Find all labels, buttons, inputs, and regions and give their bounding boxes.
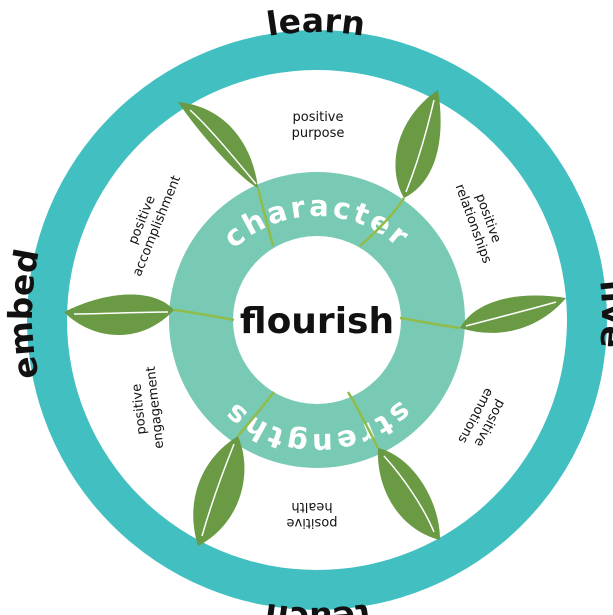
element-label-line1: positive xyxy=(129,383,149,435)
center-label: flourish xyxy=(240,301,394,342)
leaf-icon xyxy=(399,295,566,333)
leaf-icon xyxy=(64,294,235,336)
ring-word-teach: teach xyxy=(262,596,374,615)
center-disc xyxy=(233,236,401,404)
element-label-line2: purpose xyxy=(292,126,345,141)
leaf-group xyxy=(64,90,566,546)
ring-word-embed: embed xyxy=(1,246,47,383)
leaf-icon xyxy=(178,102,275,247)
element-health: positive health xyxy=(287,499,338,530)
element-purpose: positive purpose xyxy=(292,110,345,141)
ring-word-live: live xyxy=(592,278,613,350)
leaf-icon xyxy=(193,391,275,546)
element-label-line1: positive xyxy=(287,515,338,530)
element-label-line2: health xyxy=(291,499,332,514)
element-label-line1: positive xyxy=(293,110,344,125)
leaf-icon xyxy=(346,391,440,540)
ring-word-learn: learn xyxy=(264,1,368,44)
leaf-icon xyxy=(359,90,441,247)
